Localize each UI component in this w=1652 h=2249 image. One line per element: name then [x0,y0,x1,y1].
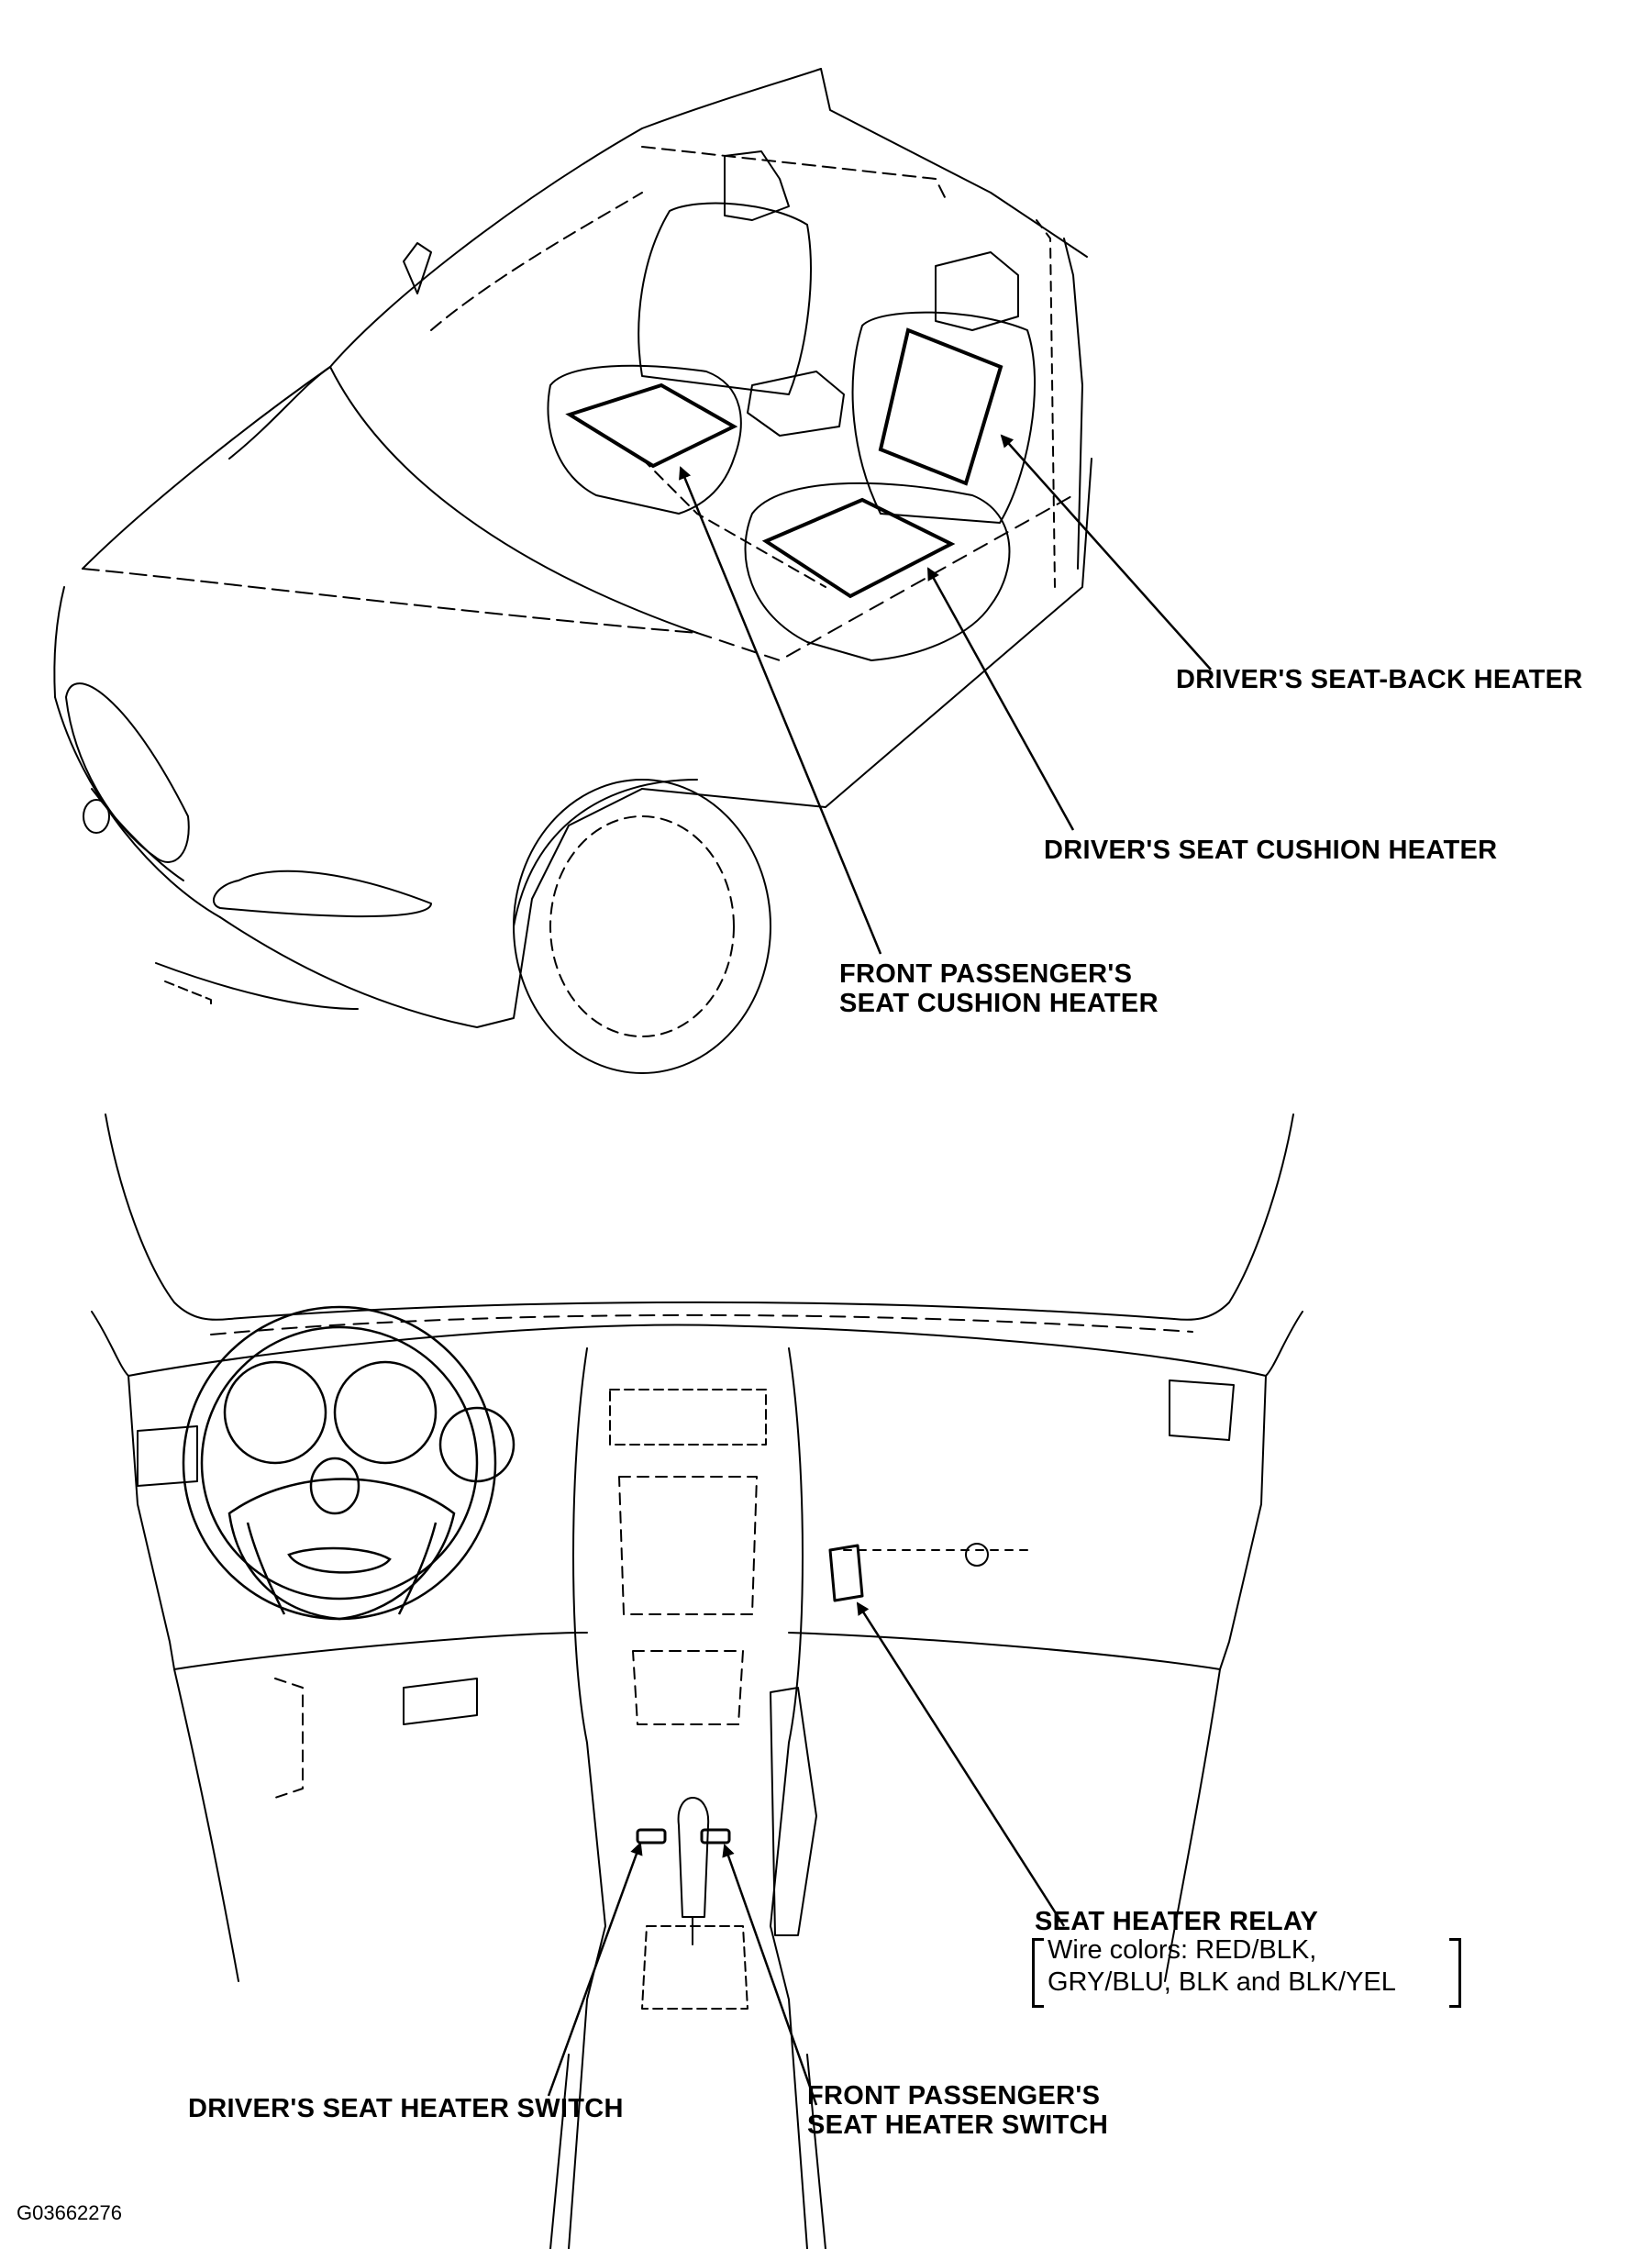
front-passenger-seat-cushion-heater-label-2: SEAT CUSHION HEATER [839,989,1159,1018]
leader-passenger-switch [722,1844,818,2106]
leader-lines-top [679,434,1212,955]
seat-heater-relay-label: SEAT HEATER RELAY [1035,1907,1319,1936]
driver-seat-back-heater-pad [878,327,1003,486]
wire-colors-right-bracket [1449,1938,1461,2008]
relay-wire-colors-line1: Wire colors: RED/BLK, [1048,1935,1317,1965]
front-passenger-seat-cushion-heater-label-1: FRONT PASSENGER'S [839,959,1133,989]
passenger-cushion-heater-pad [565,382,738,469]
leader-driver-cushion [926,567,1075,831]
vehicle-illustration [53,68,1092,1074]
relay-wire-colors-line2: GRY/BLU, BLK and BLK/YEL [1048,1967,1396,1997]
dashboard-illustration [91,1113,1303,2249]
drivers-seat-heater-switch-label: DRIVER'S SEAT HEATER SWITCH [188,2094,624,2123]
steering-wheel [182,1305,516,1621]
drivers-seat-cushion-heater-label: DRIVER'S SEAT CUSHION HEATER [1044,836,1498,865]
front-passenger-seat-heater-switch-label-1: FRONT PASSENGER'S [807,2081,1101,2111]
drivers-seat [744,251,1037,661]
figure-id: G03662276 [17,2201,122,2224]
wire-colors-left-bracket [1032,1938,1044,2008]
passenger-seat [547,150,845,515]
leader-driver-switch [547,1842,643,2097]
heater-pads [565,327,1003,599]
leader-passenger-cushion [679,466,882,955]
leader-relay [856,1601,1066,1927]
front-passenger-seat-heater-switch-label-2: SEAT HEATER SWITCH [807,2111,1109,2140]
drivers-seat-back-heater-label: DRIVER'S SEAT-BACK HEATER [1176,665,1583,694]
leader-seat-back [1000,434,1212,670]
leader-lines-bottom [547,1601,1066,2106]
driver-cushion-heater-pad [761,497,956,599]
